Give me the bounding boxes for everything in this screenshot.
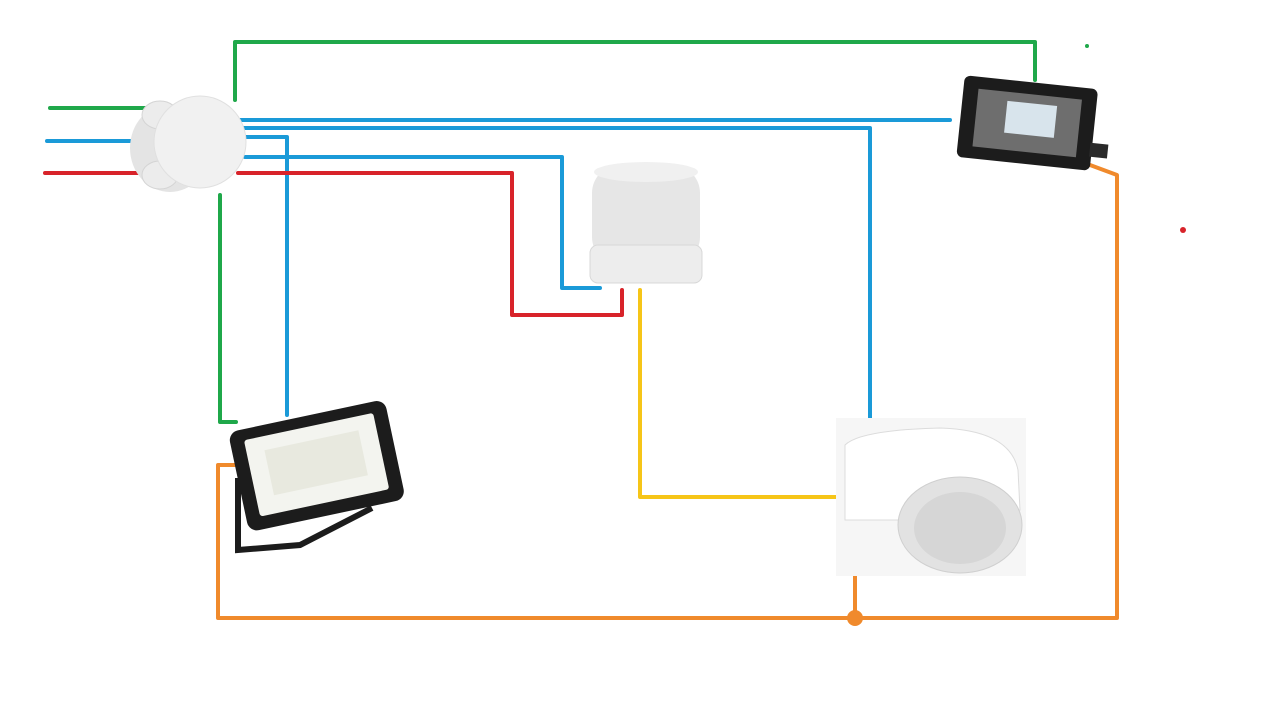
load-wire <box>216 163 1119 620</box>
floodlight-large-icon <box>229 401 404 554</box>
live-to-photocell-wire <box>236 171 624 317</box>
junction-box-icon <box>130 95 247 192</box>
stray-red-dot <box>1180 227 1186 233</box>
earth-to-floodlight-large-wire <box>218 193 238 424</box>
stray-green-dot <box>1085 44 1089 48</box>
neutral-to-photocell-wire <box>243 155 602 290</box>
photocell-icon <box>589 162 703 284</box>
neutral-to-floodlight-large-wire <box>243 135 289 417</box>
motion-sensor-icon <box>836 418 1026 576</box>
neutral-to-motion-sensor-wire <box>240 126 872 442</box>
floodlight-small-icon <box>956 75 1109 171</box>
earth-to-floodlight-small-wire <box>233 40 1037 102</box>
photocell-to-motion-sensor-wire <box>638 288 840 499</box>
junction-dot <box>847 610 863 626</box>
